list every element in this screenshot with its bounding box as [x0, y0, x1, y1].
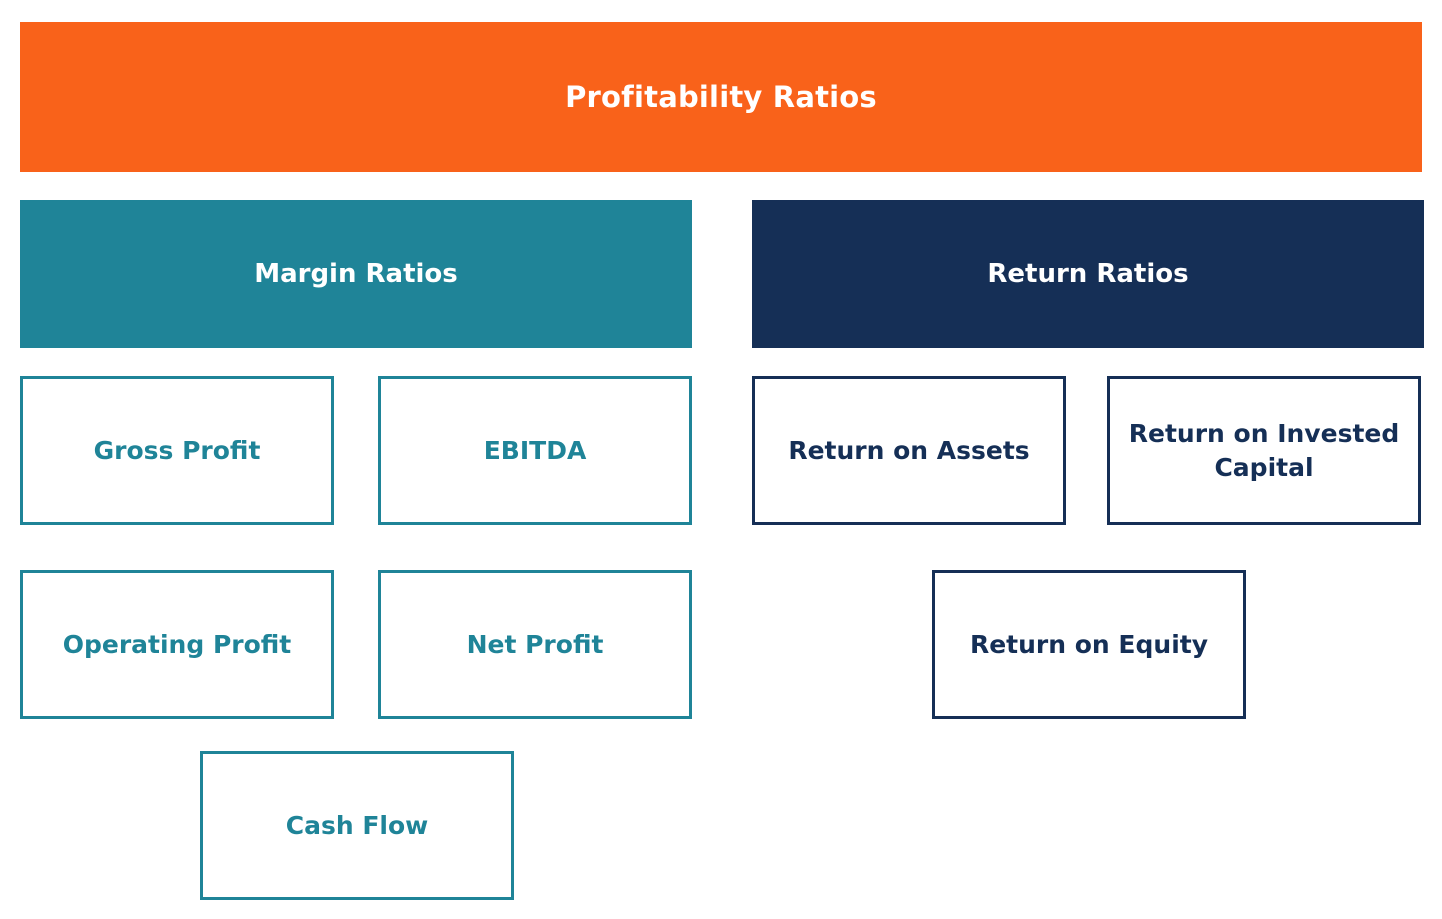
- cash-flow-box: Cash Flow: [200, 751, 514, 900]
- ebitda-box: EBITDA: [378, 376, 692, 525]
- margin-ratios-header: Margin Ratios: [20, 200, 692, 348]
- return-on-assets-label: Return on Assets: [788, 435, 1030, 465]
- ebitda-label: EBITDA: [483, 435, 587, 465]
- gross-profit-box: Gross Profit: [20, 376, 334, 525]
- main-title-banner: Profitability Ratios: [20, 22, 1422, 172]
- return-on-invested-capital-box: Return on Invested Capital: [1107, 376, 1421, 525]
- net-profit-label: Net Profit: [466, 629, 604, 659]
- main-title-label: Profitability Ratios: [565, 80, 877, 114]
- return-on-equity-box: Return on Equity: [932, 570, 1246, 719]
- operating-profit-box: Operating Profit: [20, 570, 334, 719]
- cash-flow-label: Cash Flow: [285, 810, 429, 840]
- net-profit-box: Net Profit: [378, 570, 692, 719]
- return-ratios-label: Return Ratios: [987, 259, 1189, 289]
- return-on-assets-box: Return on Assets: [752, 376, 1066, 525]
- operating-profit-label: Operating Profit: [62, 629, 292, 659]
- gross-profit-label: Gross Profit: [93, 435, 261, 465]
- return-on-invested-capital-label: Return on Invested Capital: [1128, 418, 1400, 482]
- return-ratios-header: Return Ratios: [752, 200, 1424, 348]
- margin-ratios-label: Margin Ratios: [254, 259, 458, 289]
- return-on-equity-label: Return on Equity: [969, 629, 1209, 659]
